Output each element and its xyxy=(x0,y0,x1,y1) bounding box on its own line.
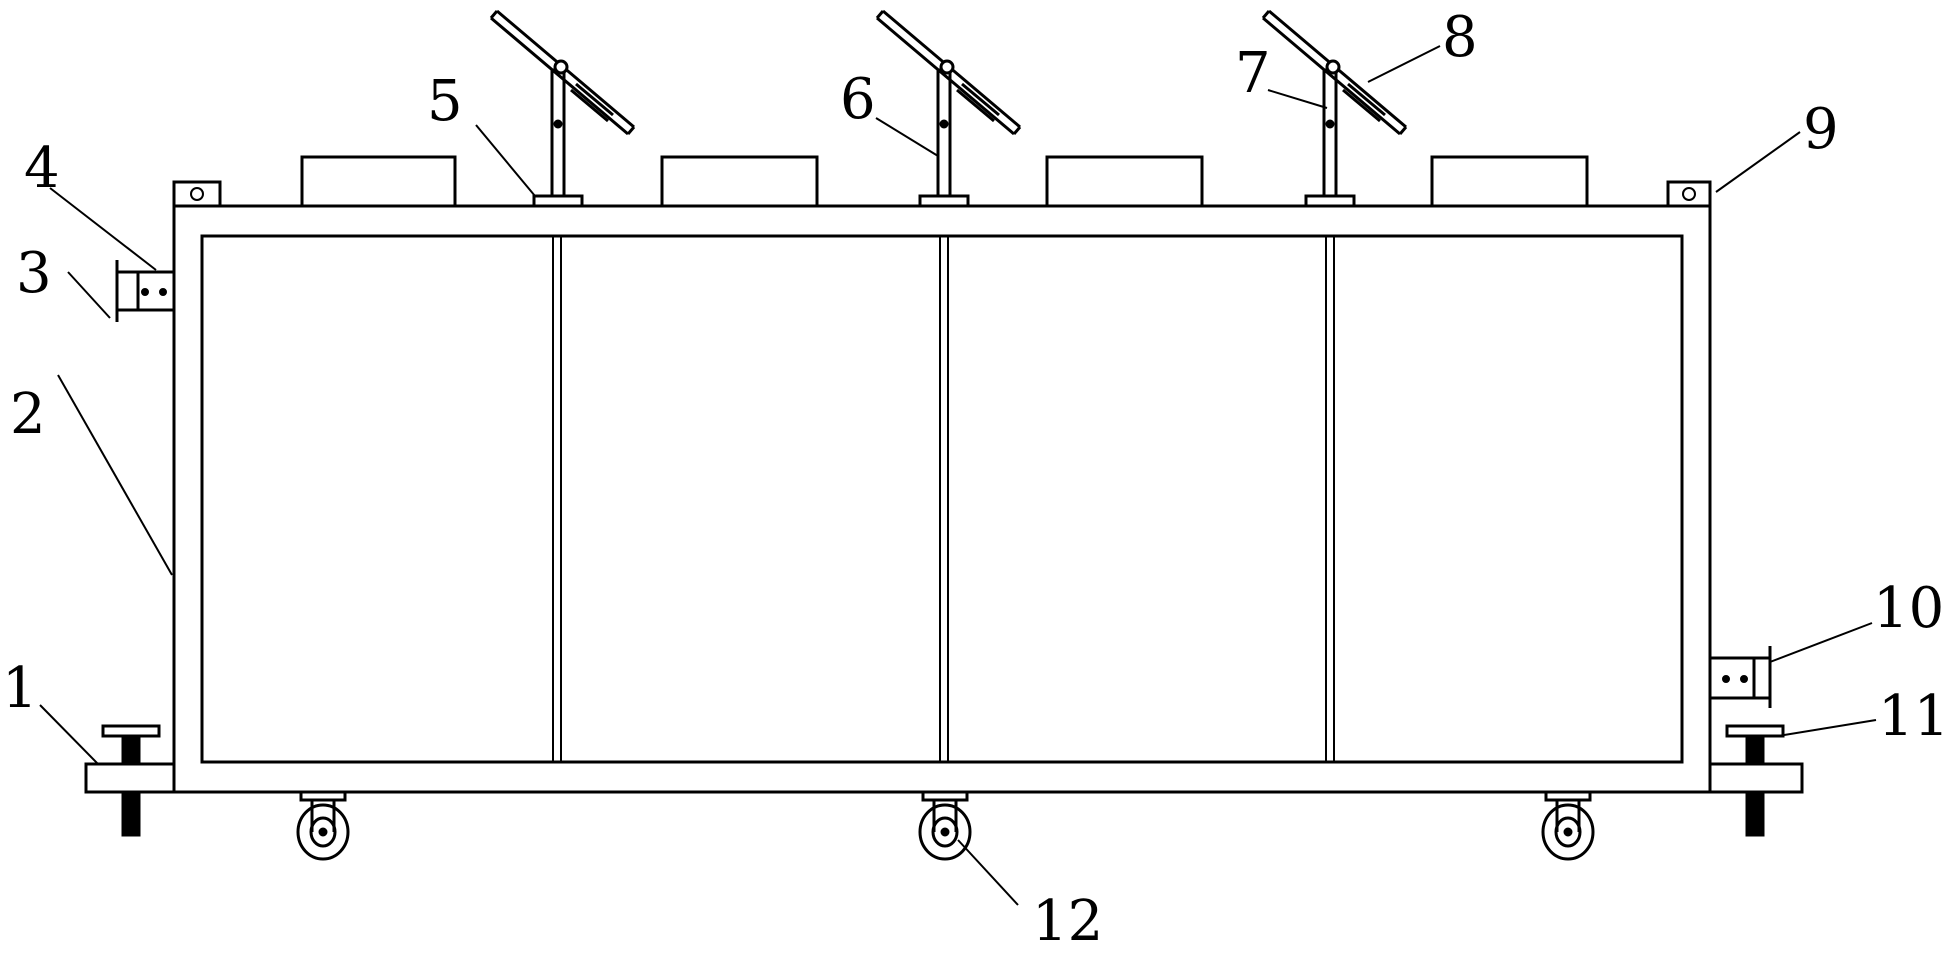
right-bracket xyxy=(1708,646,1772,708)
label-5: 5 xyxy=(427,69,463,134)
label-1: 1 xyxy=(2,656,38,721)
label-4: 4 xyxy=(24,136,60,201)
caster-left xyxy=(296,790,350,861)
part-labels: 1 2 3 4 5 6 7 8 9 10 11 12 xyxy=(2,5,1949,954)
label-7: 7 xyxy=(1235,41,1271,106)
label-2: 2 xyxy=(10,382,46,447)
top-boxes xyxy=(300,155,1589,208)
label-6: 6 xyxy=(840,67,876,132)
label-3: 3 xyxy=(16,241,52,306)
lifting-lug-right xyxy=(1666,180,1712,208)
left-foot-plate xyxy=(84,724,176,837)
main-frame xyxy=(172,204,1712,794)
label-8: 8 xyxy=(1442,5,1478,70)
solar-assembly-2 xyxy=(875,9,1022,208)
lifting-lug-left xyxy=(172,180,222,208)
caster-right xyxy=(1541,790,1595,861)
solar-assembly-1 xyxy=(489,9,636,208)
label-9: 9 xyxy=(1803,97,1839,162)
solar-assembly-3 xyxy=(1261,9,1408,208)
right-foot-plate xyxy=(1708,724,1804,837)
label-10: 10 xyxy=(1873,576,1944,641)
panel-dividers xyxy=(552,236,1335,762)
leader-lines xyxy=(39,45,1877,906)
label-11: 11 xyxy=(1878,684,1949,749)
left-bracket xyxy=(115,260,176,322)
label-12: 12 xyxy=(1032,889,1103,954)
caster-middle xyxy=(918,790,972,861)
